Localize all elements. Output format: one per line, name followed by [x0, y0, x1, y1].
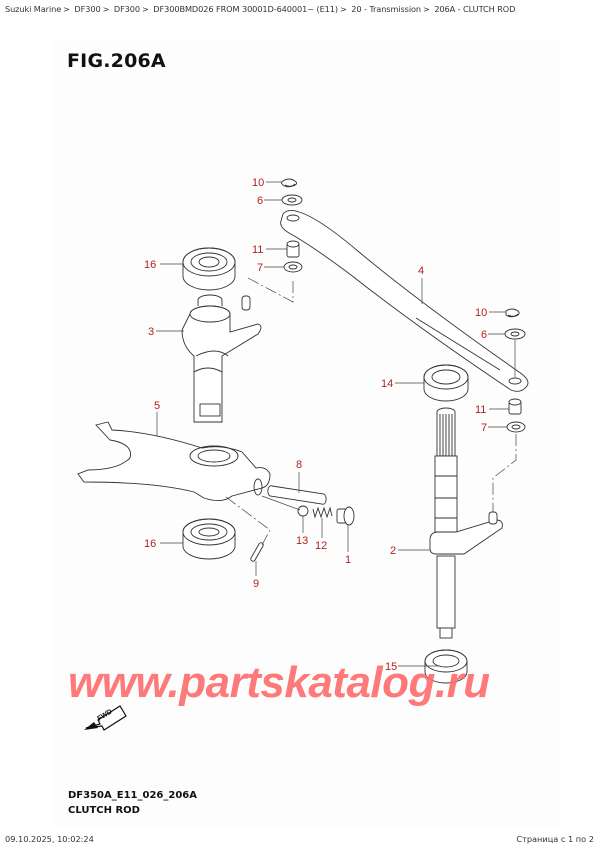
callout-16b[interactable]: 16	[144, 538, 156, 550]
breadcrumb-item-serial[interactable]: DF300BMD026 FROM 30001D-640001~ (E11)	[153, 4, 338, 14]
bearing-part-16-upper[interactable]	[182, 247, 236, 291]
washer-part-7-right[interactable]	[506, 421, 526, 433]
callout-9[interactable]: 9	[253, 578, 259, 590]
callout-5[interactable]: 5	[154, 400, 160, 412]
callout-7[interactable]: 7	[257, 262, 263, 274]
callout-14[interactable]: 14	[381, 378, 393, 390]
callout-12[interactable]: 12	[315, 540, 327, 552]
print-timestamp: 09.10.2025, 10:02:24	[5, 834, 94, 844]
pin-part-8[interactable]	[267, 485, 327, 505]
bearing-part-15[interactable]	[424, 649, 468, 684]
washer-part-6-top[interactable]	[281, 194, 303, 206]
callout-16[interactable]: 16	[144, 259, 156, 271]
callout-1[interactable]: 1	[345, 554, 351, 566]
clip-part-10-top[interactable]	[281, 178, 298, 188]
bearing-part-16-lower[interactable]	[182, 518, 236, 560]
callout-labels: 10 6 11 7 16 3 4 10 6 14 11 7 5 8 13 12 …	[144, 177, 487, 673]
plug-screw-part-1[interactable]	[336, 506, 355, 526]
breadcrumb-item-brand[interactable]: Suzuki Marine	[5, 4, 62, 14]
page-info: Страница с 1 по 2	[516, 834, 594, 844]
breadcrumb-item-current: 206A - CLUTCH ROD	[434, 4, 516, 14]
collar-part-11-top[interactable]	[286, 240, 300, 258]
shift-cam-part-3[interactable]	[181, 294, 262, 423]
pin-part-9[interactable]	[250, 542, 264, 562]
ball-part-13[interactable]	[297, 505, 309, 517]
callout-10b[interactable]: 10	[475, 307, 487, 319]
figure-name: CLUTCH ROD	[68, 805, 140, 816]
figure-title: FIG.206A	[67, 50, 166, 72]
callout-8[interactable]: 8	[296, 459, 302, 471]
callout-6[interactable]: 6	[257, 195, 263, 207]
breadcrumb-item-model[interactable]: DF300	[74, 4, 101, 14]
fwd-arrow-icon: FWD	[84, 705, 127, 731]
figure-code: DF350A_E11_026_206A	[68, 790, 197, 801]
callout-15[interactable]: 15	[385, 661, 397, 673]
watermark: www.partskatalog.ru	[68, 658, 490, 707]
callout-10[interactable]: 10	[252, 177, 264, 189]
callout-11[interactable]: 11	[252, 244, 263, 256]
bearing-part-14[interactable]	[423, 364, 469, 402]
callout-7b[interactable]: 7	[481, 422, 487, 434]
clutch-fork-part-5[interactable]	[77, 421, 271, 501]
spring-part-12[interactable]	[312, 506, 333, 519]
clip-part-10-right[interactable]	[505, 308, 520, 318]
callout-11b[interactable]: 11	[475, 404, 486, 416]
breadcrumb: Suzuki Marine> DF300> DF300> DF300BMD026…	[5, 4, 516, 14]
callout-3[interactable]: 3	[148, 326, 154, 338]
leader-lines	[156, 181, 509, 667]
callout-13[interactable]: 13	[296, 535, 308, 547]
breadcrumb-item-submodel[interactable]: DF300	[113, 4, 141, 14]
washer-part-7-top[interactable]	[283, 261, 303, 273]
callout-4[interactable]: 4	[418, 265, 424, 277]
clutch-rod-link-part-4[interactable]	[280, 209, 529, 392]
breadcrumb-item-group[interactable]: 20 - Transmission	[351, 4, 422, 14]
washer-part-6-right[interactable]	[504, 328, 526, 340]
collar-part-11-right[interactable]	[508, 398, 522, 415]
callout-2[interactable]: 2	[390, 545, 396, 557]
clutch-shaft-part-2[interactable]	[429, 407, 503, 639]
callout-6b[interactable]: 6	[481, 329, 487, 341]
